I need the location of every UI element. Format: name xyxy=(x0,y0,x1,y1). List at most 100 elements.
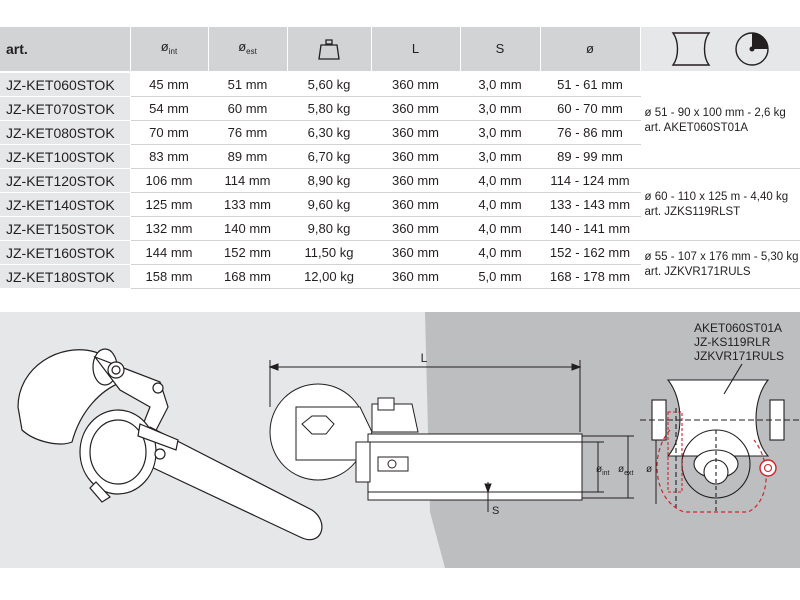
cell-roller-group: ø 51 - 90 x 100 mm - 2,6 kg art. AKET060… xyxy=(640,72,800,169)
roller-code-label: JZKVR171RULS xyxy=(694,349,784,363)
sleeve-tube xyxy=(129,426,323,541)
cell-d-int: 144 mm xyxy=(130,240,209,265)
cell-weight: 11,50 kg xyxy=(287,240,372,265)
col-header-d-int: øint xyxy=(130,27,209,73)
sleeve-flange xyxy=(355,441,371,483)
cell-length: 360 mm xyxy=(371,120,461,145)
clamp-foot xyxy=(89,481,111,503)
bolt-head xyxy=(152,382,164,394)
isometric-view xyxy=(17,348,323,541)
cell-art: JZ-KET120STOK xyxy=(0,168,131,193)
side-view: L S øint xyxy=(268,351,657,517)
cell-length: 360 mm xyxy=(371,72,461,97)
arrow-left xyxy=(268,363,279,371)
cell-diameter: 51 - 61 mm xyxy=(540,72,641,97)
leader-line xyxy=(723,363,743,395)
label-d-ext: øext xyxy=(618,464,634,477)
cell-length: 360 mm xyxy=(371,96,461,121)
cell-thickness: 4,0 mm xyxy=(460,192,541,217)
cell-d-int: 158 mm xyxy=(130,264,209,289)
diameter-symbol: ø xyxy=(238,38,247,54)
col-header-d-est: øest xyxy=(208,27,288,73)
cell-weight: 5,60 kg xyxy=(287,72,372,97)
roller-spec: ø 55 - 107 x 176 mm - 5,30 kg xyxy=(644,250,799,263)
roller-article: art. AKET060ST01A xyxy=(644,121,749,134)
diameter-symbol: ø xyxy=(618,464,624,475)
cell-d-est: 76 mm xyxy=(208,120,288,145)
cell-thickness: 3,0 mm xyxy=(460,120,541,145)
cell-thickness: 4,0 mm xyxy=(460,168,541,193)
cell-d-est: 51 mm xyxy=(208,72,288,97)
cell-length: 360 mm xyxy=(371,168,461,193)
diameter-symbol: ø xyxy=(160,38,169,54)
cell-d-est: 133 mm xyxy=(208,192,288,217)
cell-d-est: 140 mm xyxy=(208,216,288,241)
cell-d-est: 89 mm xyxy=(208,144,288,169)
diameter-sub-est: est xyxy=(246,46,257,56)
diameter-sub-int: int xyxy=(168,46,178,56)
cell-thickness: 3,0 mm xyxy=(460,144,541,169)
technical-drawing: L S øint xyxy=(17,312,800,568)
col-header-art: art. xyxy=(0,27,131,73)
cell-weight: 5,80 kg xyxy=(287,96,372,121)
cell-diameter: 140 - 141 mm xyxy=(540,216,641,241)
diameter-sub-ext: ext xyxy=(624,470,633,477)
roller-profile-icon xyxy=(671,32,711,66)
cell-thickness: 4,0 mm xyxy=(460,216,541,241)
red-bolt xyxy=(759,459,777,477)
cell-thickness: 3,0 mm xyxy=(460,96,541,121)
cell-d-int: 83 mm xyxy=(130,144,209,169)
table-row: JZ-KET160STOK 144 mm 152 mm 11,50 kg 360… xyxy=(0,240,800,289)
cell-weight: 9,60 kg xyxy=(287,192,372,217)
table-row: JZ-KET080STOK 70 mm 76 mm 6,30 kg 360 mm… xyxy=(0,120,800,145)
hex-nut-bore xyxy=(111,365,121,375)
table-row: JZ-KET140STOK 125 mm 133 mm 9,60 kg 360 … xyxy=(0,192,800,217)
table-row: JZ-KET180STOK 158 mm 168 mm 12,00 kg 360… xyxy=(0,264,800,289)
bracket-nut xyxy=(377,397,395,411)
col-header-weight xyxy=(287,27,372,73)
cell-thickness: 4,0 mm xyxy=(460,240,541,265)
cell-diameter: 89 - 99 mm xyxy=(540,144,641,169)
cell-length: 360 mm xyxy=(371,144,461,169)
cell-length: 360 mm xyxy=(371,192,461,217)
cell-diameter: 168 - 178 mm xyxy=(540,264,641,289)
cell-diameter: 114 - 124 mm xyxy=(540,168,641,193)
cell-weight: 9,80 kg xyxy=(287,216,372,241)
col-header-diameter: ø xyxy=(540,27,641,73)
cell-thickness: 5,0 mm xyxy=(460,264,541,289)
cell-length: 360 mm xyxy=(371,216,461,241)
table-row: JZ-KET070STOK 54 mm 60 mm 5,80 kg 360 mm… xyxy=(0,96,800,121)
cell-d-int: 125 mm xyxy=(130,192,209,217)
col-header-length: L xyxy=(371,27,461,73)
cell-art: JZ-KET070STOK xyxy=(0,96,131,121)
cell-d-est: 168 mm xyxy=(208,264,288,289)
cell-diameter: 76 - 86 mm xyxy=(540,120,641,145)
label-diameter: ø xyxy=(646,464,652,475)
clamp-ring-inner xyxy=(89,419,147,485)
table-row: JZ-KET100STOK 83 mm 89 mm 6,70 kg 360 mm… xyxy=(0,144,800,169)
cell-roller-group: ø 55 - 107 x 176 mm - 5,30 kg art. JZKVR… xyxy=(640,240,800,289)
cell-d-est: 60 mm xyxy=(208,96,288,121)
cell-d-int: 45 mm xyxy=(130,72,209,97)
cell-diameter: 133 - 143 mm xyxy=(540,192,641,217)
cell-art: JZ-KET160STOK xyxy=(0,240,131,265)
label-d-int: øint xyxy=(596,464,610,477)
front-view: AKET060ST01A JZ-KS119RLR JZKVR171RULS xyxy=(640,321,800,513)
cell-d-int: 54 mm xyxy=(130,96,209,121)
hex-bolt xyxy=(301,415,335,435)
cell-d-int: 106 mm xyxy=(130,168,209,193)
clamp-lug xyxy=(137,423,179,451)
clamp-bolt-side xyxy=(387,459,397,469)
cell-art: JZ-KET180STOK xyxy=(0,264,131,289)
cell-weight: 6,30 kg xyxy=(287,120,372,145)
roller-profile xyxy=(666,379,770,457)
cell-weight: 6,70 kg xyxy=(287,144,372,169)
weight-icon xyxy=(318,39,340,60)
cell-d-int: 70 mm xyxy=(130,120,209,145)
cell-art: JZ-KET100STOK xyxy=(0,144,131,169)
arrow-right xyxy=(571,363,582,371)
cell-diameter: 152 - 162 mm xyxy=(540,240,641,265)
table-row: JZ-KET060STOK 45 mm 51 mm 5,60 kg 360 mm… xyxy=(0,72,800,169)
table-row: JZ-KET150STOK 132 mm 140 mm 9,80 kg 360 … xyxy=(0,216,800,241)
arrow-s xyxy=(484,483,492,494)
